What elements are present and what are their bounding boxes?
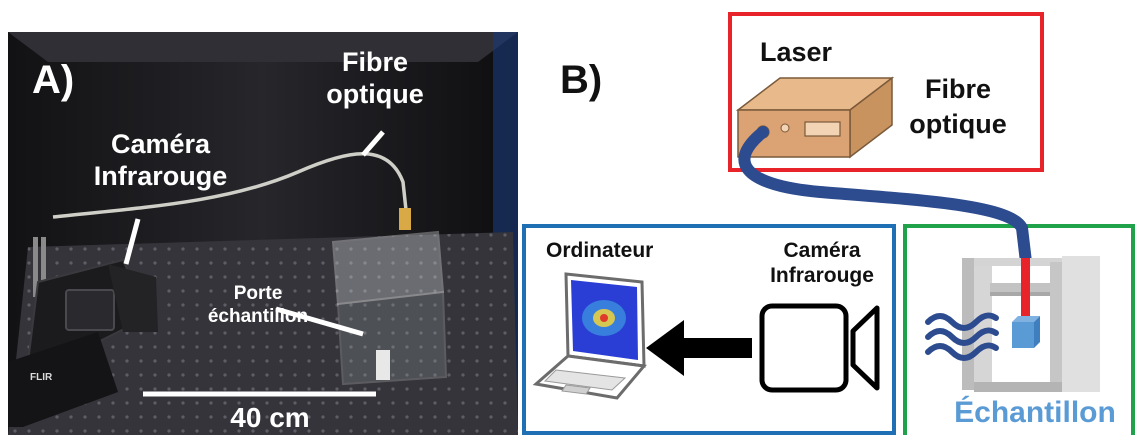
post — [33, 237, 38, 297]
video-camera-icon — [759, 303, 880, 393]
sample-block — [1012, 316, 1040, 348]
panel-b-letter: B) — [560, 58, 603, 102]
post — [41, 237, 46, 297]
holder-top-box — [331, 230, 445, 306]
ir-camera-screen — [65, 289, 115, 331]
photo-camera-label-line1: Caméra — [110, 129, 211, 159]
photo-camera-label-line2: Infrarouge — [93, 161, 228, 192]
setup-photo-drawing: FLIR — [8, 32, 518, 435]
schematic-fibre-label-line2: optique — [909, 109, 1007, 140]
photo-fibre-label-line2: optique — [326, 79, 424, 110]
computer-label: Ordinateur — [546, 239, 654, 262]
arrow-left-icon — [646, 320, 752, 376]
sample-label: Échantillon — [954, 396, 1116, 429]
holder-body — [336, 290, 448, 386]
fibre-pointer — [361, 130, 385, 157]
photo-fibre-label-line1: Fibre — [341, 47, 408, 77]
fibre-optic-cable — [738, 126, 1032, 268]
holder-pointer — [275, 306, 364, 337]
schematic-camera-label-line1: Caméra — [783, 239, 861, 262]
setup-photo: FLIR — [8, 32, 518, 435]
computer-box — [522, 224, 896, 435]
camera-brand-text: FLIR — [30, 372, 53, 383]
camera-pointer — [123, 218, 141, 265]
schematic-fibre-label: Fibre optique — [888, 72, 1028, 142]
fibre-connector — [399, 208, 411, 230]
holder-clamp — [376, 350, 390, 380]
enclosure-top — [8, 32, 518, 62]
photo-holder-label-line2: échantillon — [207, 305, 309, 327]
photo-camera-label: Caméra Infrarouge — [78, 128, 243, 193]
laser-label: Laser — [760, 37, 833, 67]
fibre-cable — [52, 152, 408, 219]
schematic-fibre-label-line1: Fibre — [924, 74, 991, 104]
heat-waves-icon — [925, 312, 999, 361]
photo-fibre-label: Fibre optique — [310, 46, 440, 111]
photo-holder-label: Porte échantillon — [178, 283, 338, 329]
panel-a-letter: A) — [32, 58, 75, 102]
laser-beam — [1021, 258, 1030, 324]
photo-holder-label-line1: Porte — [233, 283, 283, 304]
laser-box — [728, 12, 1044, 172]
schematic-camera-label-line2: Infrarouge — [770, 264, 874, 288]
laptop-icon — [532, 272, 647, 400]
scale-label: 40 cm — [230, 402, 310, 433]
ir-camera-handle — [108, 264, 158, 332]
laser-device — [735, 76, 895, 159]
ir-camera-grip — [8, 332, 118, 427]
schematic-camera-label: Caméra Infrarouge — [752, 238, 892, 288]
